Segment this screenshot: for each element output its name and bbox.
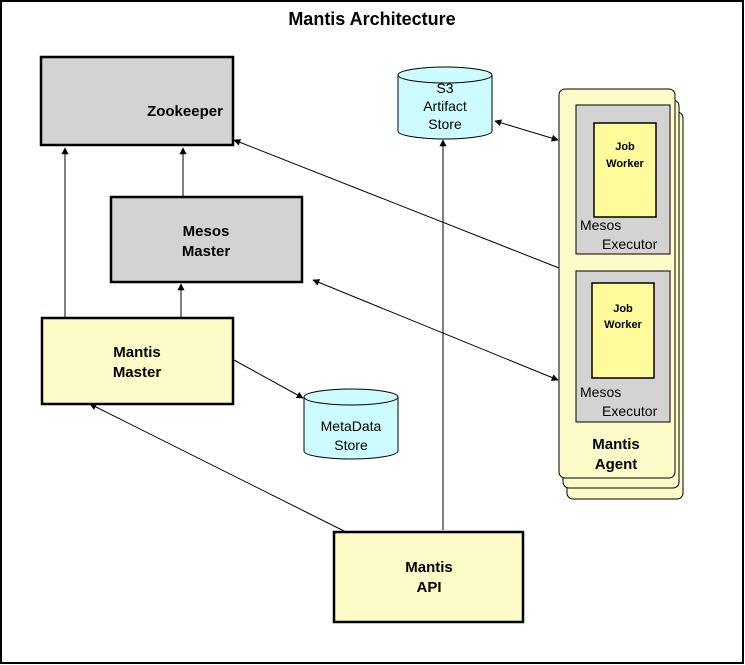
connectors [61, 119, 560, 533]
s3-artifact-store-cylinder: S3 Artifact Store [397, 66, 493, 140]
mesos-executor-1-label-line2: Executor [602, 236, 658, 252]
mesos-master-label-line2: Master [182, 243, 231, 260]
metadata-label-line1: MetaData [321, 418, 382, 434]
s3-label-line3: Store [428, 116, 462, 132]
mantis-master-label-line2: Master [113, 364, 162, 381]
diagram-title: Mantis Architecture [288, 9, 455, 29]
job-worker-1 [593, 122, 657, 218]
arrow-mesos-master-agent [312, 279, 559, 381]
job-worker-1-label-line2: Worker [606, 158, 644, 170]
job-worker-1-label-line1: Job [615, 141, 635, 153]
arrow-mantis-master-to-metadata [233, 359, 304, 399]
job-worker-2-label-line1: Job [613, 303, 633, 315]
mantis-agent-stack: Job Worker Mesos Executor Job Worker Mes… [558, 88, 684, 500]
mesos-master-box: Mesos Master [109, 195, 304, 284]
mesos-executor-1: Job Worker Mesos Executor [575, 104, 671, 255]
mantis-api-label-line2: API [416, 579, 441, 596]
arrow-s3-agent [494, 119, 559, 142]
mantis-agent-label-line1: Mantis [592, 436, 640, 453]
job-worker-2 [591, 282, 655, 379]
mesos-executor-2: Job Worker Mesos Executor [575, 270, 671, 423]
mantis-api-box: Mantis API [332, 530, 525, 624]
mesos-executor-2-label-line2: Executor [602, 403, 658, 419]
mesos-master-label-line1: Mesos [183, 223, 230, 240]
metadata-store-cylinder: MetaData Store [303, 388, 399, 460]
arrow-agent-to-zookeeper [233, 139, 560, 269]
zookeeper-label: Zookeeper [147, 103, 223, 120]
zookeeper-box: Zookeeper [39, 55, 235, 147]
s3-label-line1: S3 [436, 80, 453, 96]
s3-label-line2: Artifact [423, 98, 467, 114]
metadata-label-line2: Store [334, 437, 368, 453]
job-worker-2-label-line2: Worker [604, 319, 642, 331]
mesos-executor-1-label-line1: Mesos [580, 217, 621, 233]
mantis-api-label-line1: Mantis [405, 559, 453, 576]
mantis-agent-label-line2: Agent [595, 456, 638, 473]
arrow-api-to-mantis-master [89, 403, 347, 533]
mesos-executor-2-label-line1: Mesos [580, 384, 621, 400]
mantis-master-label-line1: Mantis [113, 344, 161, 361]
mantis-master-box: Mantis Master [40, 316, 235, 406]
